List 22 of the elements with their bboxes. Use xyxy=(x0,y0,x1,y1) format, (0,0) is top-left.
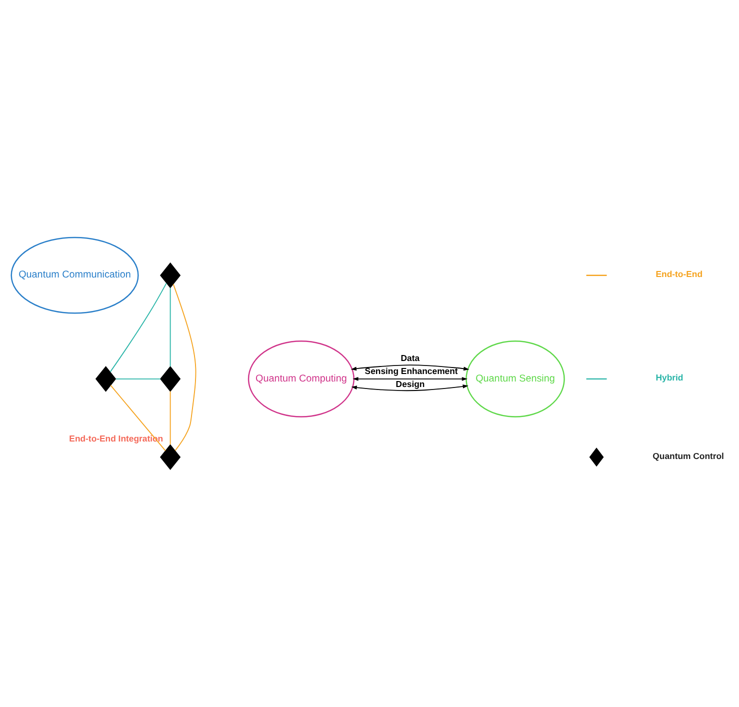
edge-label: Sensing Enhancement xyxy=(364,366,458,376)
node-diamond xyxy=(160,444,181,470)
connector xyxy=(110,282,167,372)
arrow xyxy=(350,364,470,371)
connector xyxy=(170,390,171,445)
node-diamond xyxy=(160,366,181,392)
node-ellipse: Quantum Communication xyxy=(10,236,139,314)
legend-label: Quantum Control xyxy=(652,450,724,461)
node-ellipse: Quantum Sensing xyxy=(466,340,565,418)
connector xyxy=(115,378,161,380)
legend-label: End-to-End xyxy=(656,269,702,279)
node-diamond xyxy=(160,262,181,288)
edge-label: Data xyxy=(400,353,420,364)
legend-label: Hybrid xyxy=(656,372,684,383)
node-diamond xyxy=(95,366,116,392)
connector xyxy=(172,284,196,452)
edge-label: Design xyxy=(396,379,425,390)
connector xyxy=(170,287,171,367)
connector xyxy=(110,384,166,452)
arrow xyxy=(351,384,468,392)
node-ellipse: Quantum Computing xyxy=(248,340,354,418)
arrow xyxy=(352,376,468,381)
